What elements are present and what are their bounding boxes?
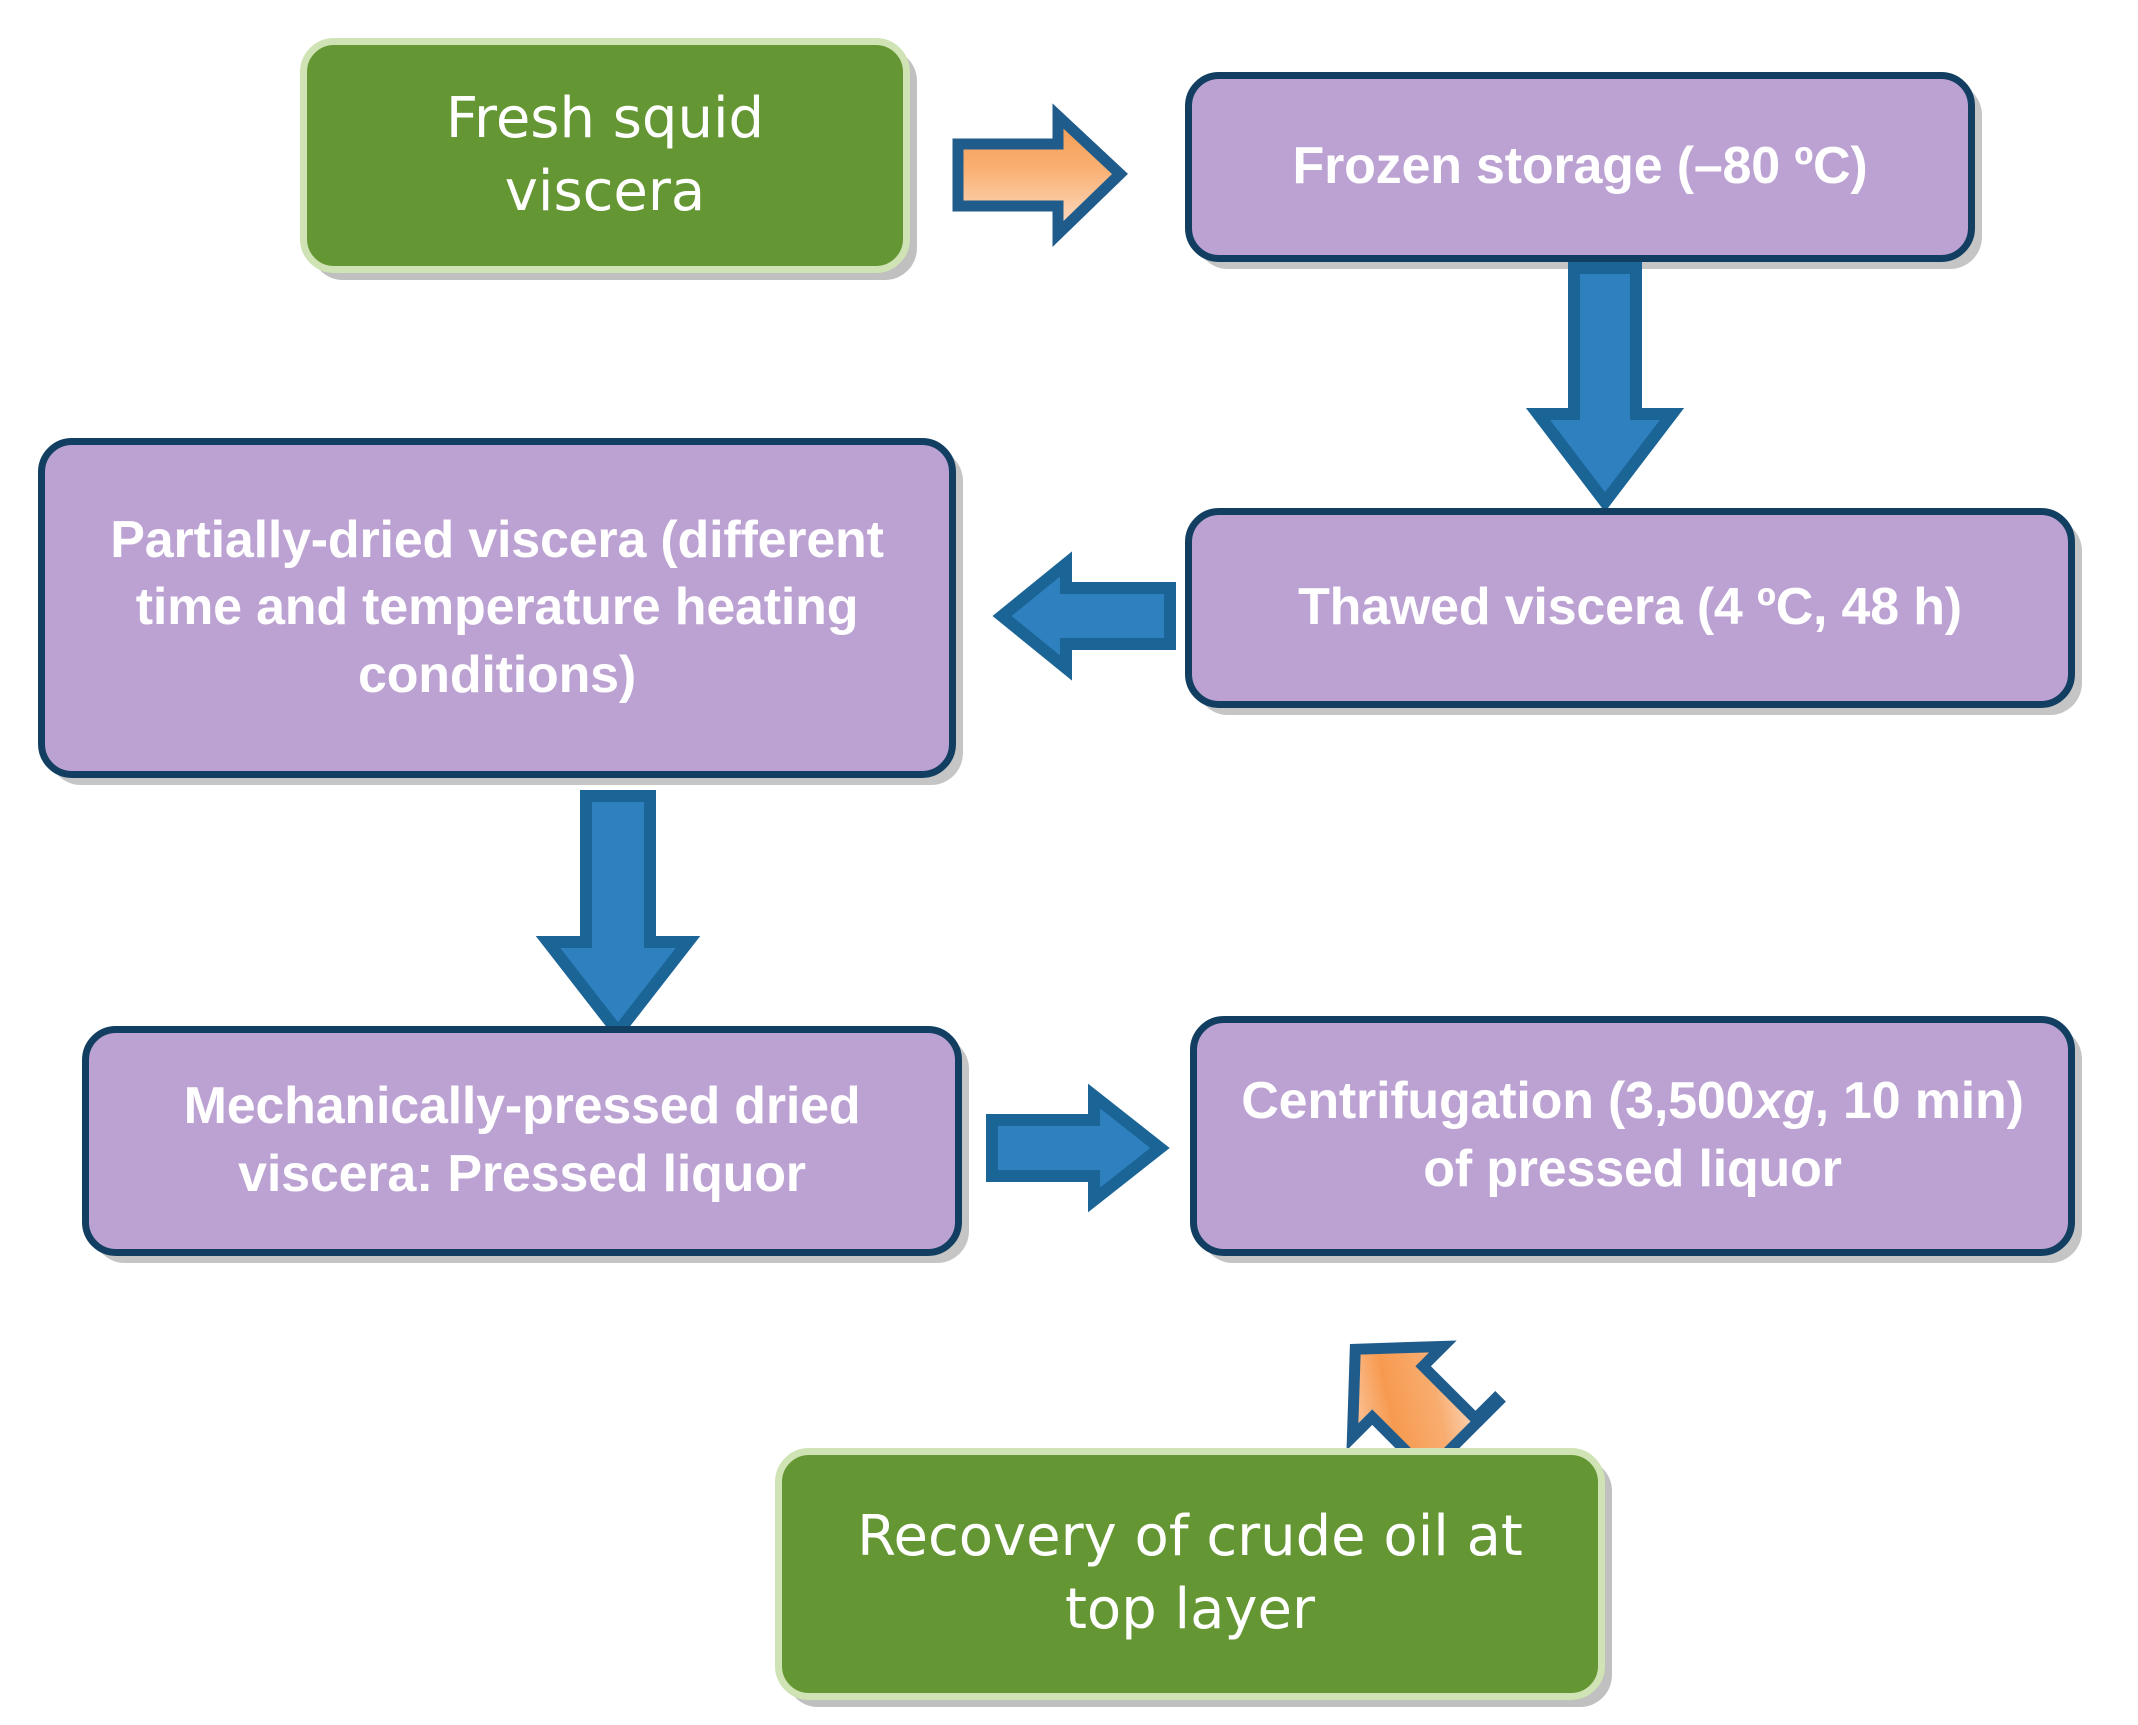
node-fresh-squid-viscera[interactable]: Fresh squid viscera: [300, 38, 910, 273]
node-frozen-storage-label: Frozen storage (–80 ºC): [1292, 137, 1868, 196]
node-centrifugation[interactable]: Centrifugation (3,500xg, 10 min) of pres…: [1190, 1016, 2075, 1256]
arrow-thawed-to-partially-dried: [988, 551, 1188, 681]
arrow-fresh-to-frozen: [948, 103, 1148, 248]
node-centrifugation-label-part1: Centrifugation (3,500: [1241, 1072, 1755, 1131]
node-centrifugation-label-part2: , 10 min) of pressed liquor: [1423, 1072, 2024, 1198]
node-thawed-viscera[interactable]: Thawed viscera (4 ºC, 48 h): [1185, 508, 2075, 708]
node-thawed-viscera-label: Thawed viscera (4 ºC, 48 h): [1298, 578, 1962, 637]
node-mechanically-pressed-viscera[interactable]: Mechanically-pressed dried viscera: Pres…: [82, 1026, 962, 1256]
node-recovery-crude-oil-label: Recovery of crude oil at top layer: [857, 1504, 1523, 1642]
arrow-pressed-to-centrifugation: [978, 1083, 1178, 1213]
node-partially-dried-viscera[interactable]: Partially-dried viscera (different time …: [38, 438, 956, 778]
arrow-frozen-to-thawed: [1520, 262, 1690, 512]
node-frozen-storage[interactable]: Frozen storage (–80 ºC): [1185, 72, 1975, 262]
node-partially-dried-viscera-label: Partially-dried viscera (different time …: [110, 510, 884, 704]
arrow-centrifugation-to-recovery: [1238, 1242, 1506, 1500]
node-mechanically-pressed-viscera-label: Mechanically-pressed dried viscera: Pres…: [183, 1077, 861, 1203]
node-recovery-crude-oil[interactable]: Recovery of crude oil at top layer: [775, 1448, 1605, 1700]
node-fresh-squid-viscera-label: Fresh squid viscera: [445, 85, 765, 224]
arrow-partially-dried-to-pressed: [528, 790, 708, 1042]
node-centrifugation-label: Centrifugation (3,500xg, 10 min) of pres…: [1197, 1068, 2068, 1203]
node-centrifugation-label-italic: xg: [1754, 1072, 1815, 1131]
